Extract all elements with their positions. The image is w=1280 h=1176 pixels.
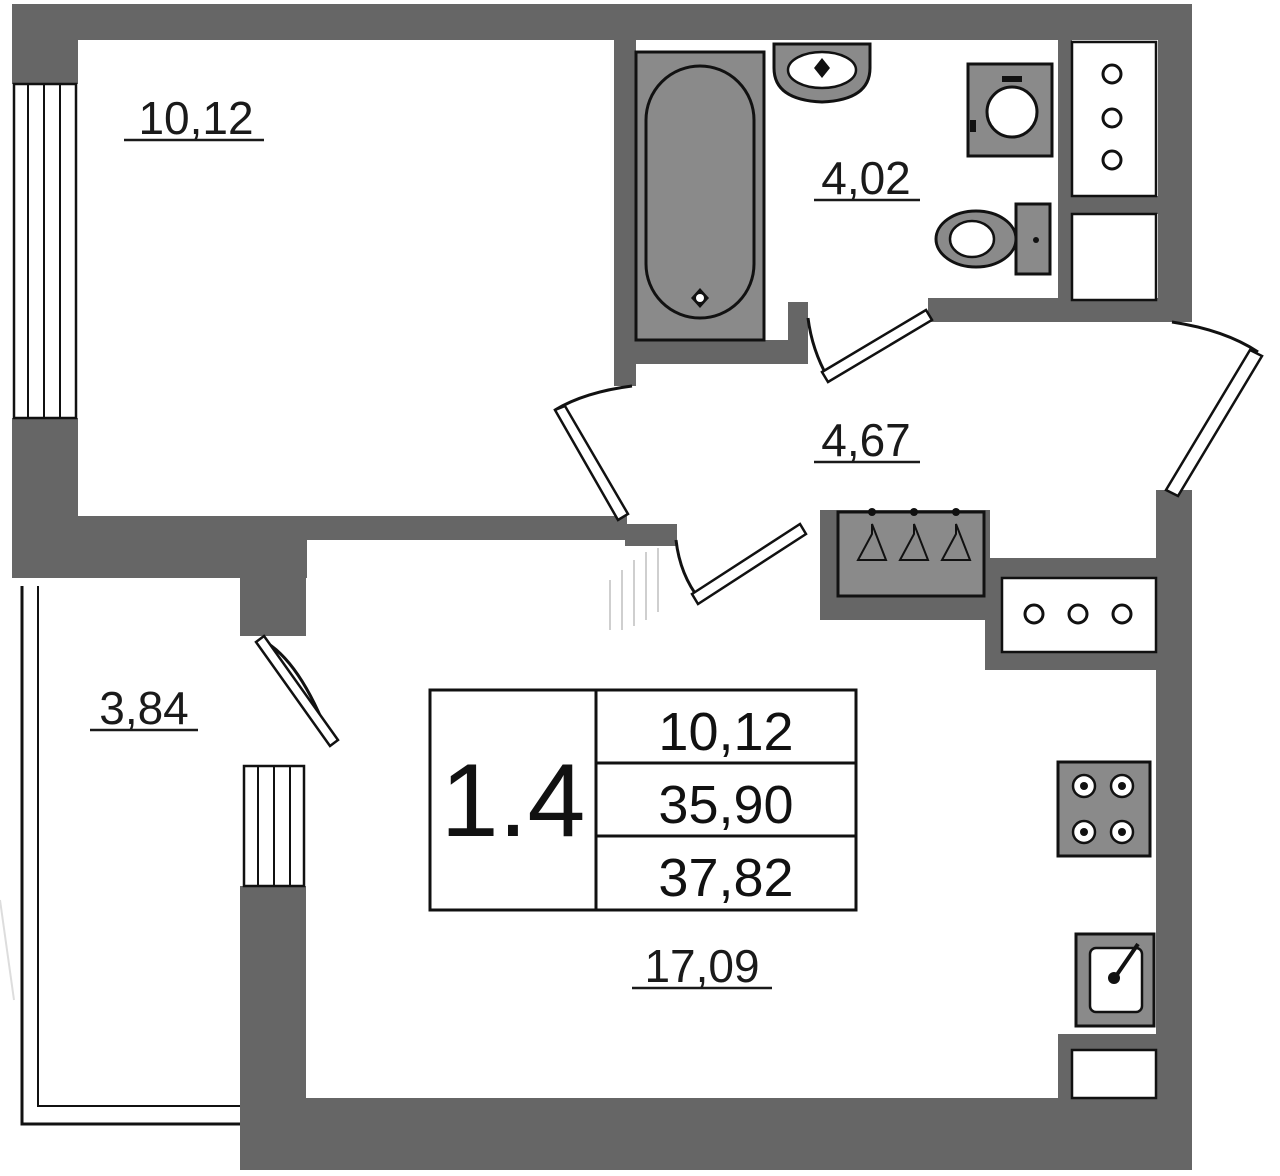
toilet-icon — [1014, 202, 1052, 276]
stove — [1056, 760, 1152, 858]
wardrobe-hangers-icon — [836, 510, 986, 598]
entrance-door-leaf — [1164, 348, 1264, 498]
ventilation-shaft-icon — [1070, 40, 1158, 198]
area-legend: 1.4 10,12 35,90 37,82 — [428, 688, 858, 912]
wall-shaft-left — [1058, 40, 1072, 310]
washing-machine — [966, 62, 1054, 158]
wall-balcony-door-top — [240, 578, 306, 636]
wall-shaft-mid — [1058, 196, 1192, 214]
wall-bath-left — [614, 40, 636, 386]
legend-living-area: 10,12 — [658, 702, 793, 762]
wall-kitchen-left — [240, 886, 306, 1170]
wall-bedroom-bottom — [12, 516, 307, 578]
sink — [772, 42, 872, 104]
kitchen-sink — [1074, 932, 1156, 1028]
apartment-number: 1.4 — [441, 743, 586, 859]
windows — [12, 82, 306, 888]
wall-bottom — [240, 1098, 1192, 1170]
legend-total-with-balcony: 37,82 — [658, 848, 793, 908]
door-hatch — [609, 548, 659, 630]
legend-total-area: 35,90 — [658, 775, 793, 835]
room-area-kitchen-living: 17,09 — [644, 940, 759, 992]
stove-icon — [1056, 760, 1152, 858]
room-labels: 10,12 4,02 4,67 3,84 17,09 — [90, 92, 920, 992]
balcony-door-leaf — [254, 634, 340, 748]
wall-left-top — [12, 4, 78, 84]
balcony — [0, 586, 240, 1126]
wall-bedroom-bottom-2 — [307, 516, 627, 540]
kitchen-cabinet — [1000, 576, 1158, 654]
bedroom-door-leaf — [553, 404, 630, 522]
wall-right-bottom — [1156, 490, 1192, 1130]
wall-shaft-bottom-top — [1058, 1034, 1158, 1050]
toilet — [934, 202, 1052, 276]
balcony-rail-outer — [20, 586, 240, 1126]
kitchen-door-leaf — [690, 522, 808, 606]
wall-right-top — [1158, 4, 1192, 322]
doors — [254, 308, 1264, 748]
wall-bath-door-jamb — [788, 302, 808, 364]
balcony-rail-inner — [37, 586, 240, 1107]
room-area-balcony: 3,84 — [99, 682, 189, 734]
room-area-bedroom: 10,12 — [138, 92, 253, 144]
room-area-hallway: 4,67 — [821, 414, 911, 466]
bathroom-door-leaf — [820, 308, 934, 384]
wall-hall-bottom-left — [625, 524, 677, 546]
bathtub — [634, 50, 766, 342]
wall-top — [12, 4, 1192, 40]
entrance-door-arc — [1171, 320, 1259, 354]
ventilation-shaft-top — [1070, 40, 1158, 302]
wall-shaft-bottom-left — [1058, 1034, 1072, 1100]
balcony-shadow — [0, 899, 15, 1001]
legend-frame — [428, 688, 858, 912]
ventilation-shaft-bottom — [1070, 1048, 1158, 1100]
wardrobe — [836, 508, 986, 598]
room-area-bathroom: 4,02 — [821, 152, 911, 204]
wall-bath-bottom — [614, 340, 802, 364]
